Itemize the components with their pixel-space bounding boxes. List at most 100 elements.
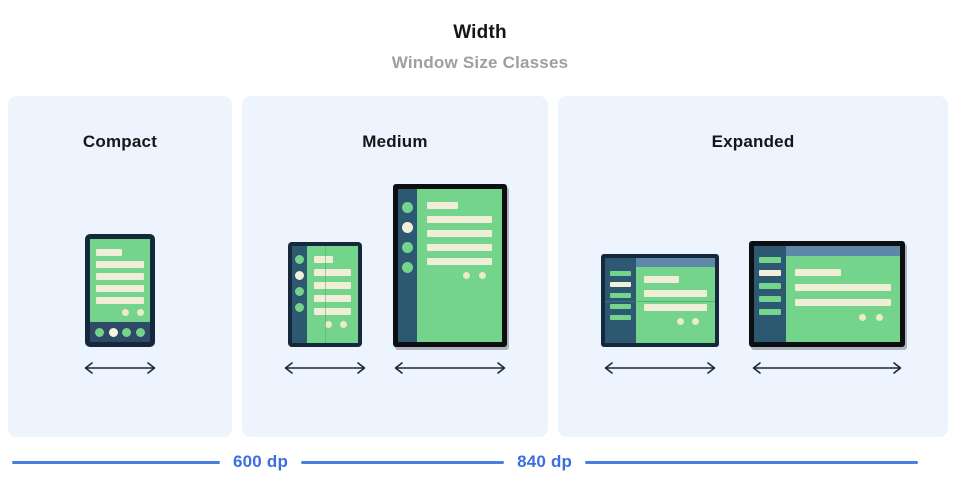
nav-dot-active bbox=[108, 327, 118, 337]
app-top-bar bbox=[786, 246, 900, 256]
rail-dot bbox=[295, 303, 304, 312]
device-group-medium bbox=[242, 184, 548, 381]
content-line bbox=[314, 308, 351, 315]
rail-dot-active bbox=[295, 271, 304, 280]
drawer-item-active bbox=[610, 282, 631, 287]
phone-bottom-nav bbox=[90, 322, 150, 342]
size-class-panels: Compact bbox=[8, 96, 952, 437]
tablet-portrait-screen bbox=[398, 189, 502, 342]
navigation-drawer bbox=[754, 246, 786, 342]
nav-dot bbox=[136, 327, 146, 337]
content-line bbox=[427, 258, 492, 265]
rail-dot-active bbox=[402, 222, 413, 233]
content-dots bbox=[644, 318, 707, 325]
content-dot bbox=[876, 314, 883, 321]
content-dot bbox=[122, 309, 129, 316]
content-dot bbox=[137, 309, 144, 316]
phone-screen bbox=[90, 239, 150, 322]
content-dot bbox=[463, 272, 470, 279]
content-line bbox=[427, 202, 459, 209]
rail-dot bbox=[295, 255, 304, 264]
foldable-landscape-screen bbox=[605, 258, 715, 343]
rail-dot bbox=[295, 287, 304, 296]
drawer-item bbox=[610, 304, 631, 309]
content-dot bbox=[677, 318, 684, 325]
width-arrow-phone bbox=[81, 360, 159, 381]
rail-dot bbox=[402, 242, 413, 253]
width-arrow-foldable-landscape bbox=[601, 360, 719, 381]
content-line bbox=[96, 285, 144, 292]
panel-compact: Compact bbox=[8, 96, 232, 437]
panel-title-medium: Medium bbox=[362, 132, 428, 151]
panel-expanded: Expanded bbox=[558, 96, 948, 437]
tablet-landscape-body bbox=[786, 246, 900, 321]
content-line bbox=[314, 256, 334, 263]
drawer-item bbox=[759, 309, 781, 315]
width-arrow-foldable-portrait bbox=[281, 360, 369, 381]
tablet-landscape-screen bbox=[754, 246, 900, 342]
drawer-item-active bbox=[759, 270, 781, 276]
breakpoint-label-600: 600 dp bbox=[233, 452, 289, 471]
navigation-rail bbox=[398, 189, 417, 342]
panel-title-expanded: Expanded bbox=[711, 132, 795, 151]
drawer-item bbox=[610, 293, 631, 298]
content-line bbox=[96, 249, 123, 256]
content-line bbox=[96, 273, 144, 280]
content-line bbox=[644, 290, 707, 297]
content-line bbox=[314, 282, 351, 289]
double-arrow-icon bbox=[604, 362, 716, 374]
content-dots bbox=[427, 272, 492, 279]
scale-segment bbox=[12, 460, 220, 464]
device-tablet-portrait bbox=[391, 184, 509, 381]
device-group-compact bbox=[8, 234, 232, 381]
navigation-rail bbox=[292, 246, 307, 343]
device-foldable-landscape bbox=[601, 254, 719, 381]
device-group-expanded bbox=[558, 241, 948, 381]
phone-frame bbox=[85, 234, 155, 347]
double-arrow-icon bbox=[84, 362, 156, 374]
foldable-portrait-content bbox=[307, 246, 358, 328]
content-dot bbox=[692, 318, 699, 325]
foldable-portrait-screen bbox=[292, 246, 358, 343]
content-line bbox=[644, 276, 679, 283]
content-dot bbox=[859, 314, 866, 321]
content-line bbox=[795, 284, 891, 291]
content-dot bbox=[325, 321, 332, 328]
drawer-item bbox=[610, 315, 631, 320]
panel-medium: Medium bbox=[242, 96, 548, 437]
nav-dot bbox=[94, 327, 104, 337]
dp-breakpoint-scale: 600 dp 840 dp bbox=[0, 452, 960, 472]
content-line bbox=[427, 244, 492, 251]
content-line bbox=[427, 216, 492, 223]
content-line bbox=[314, 295, 351, 302]
nav-dot bbox=[122, 327, 132, 337]
content-dots bbox=[795, 314, 891, 321]
rail-dot bbox=[402, 202, 413, 213]
scale-segment bbox=[301, 460, 505, 464]
content-line bbox=[96, 297, 144, 304]
content-line bbox=[314, 269, 351, 276]
rail-dot bbox=[402, 262, 413, 273]
device-tablet-landscape bbox=[749, 241, 905, 381]
drawer-item bbox=[759, 257, 781, 263]
foldable-landscape-content bbox=[636, 267, 715, 325]
tablet-portrait-frame bbox=[393, 184, 507, 347]
content-line bbox=[644, 304, 707, 311]
double-arrow-icon bbox=[752, 362, 902, 374]
content-dot bbox=[479, 272, 486, 279]
drawer-item bbox=[759, 296, 781, 302]
content-dots bbox=[314, 321, 351, 328]
device-foldable-portrait bbox=[281, 242, 369, 381]
content-line bbox=[795, 299, 891, 306]
fold-crease bbox=[605, 300, 715, 302]
content-line bbox=[795, 269, 842, 276]
tablet-portrait-content bbox=[417, 189, 502, 279]
foldable-landscape-frame bbox=[601, 254, 719, 347]
width-arrow-tablet-landscape bbox=[749, 360, 905, 381]
page-subtitle: Window Size Classes bbox=[391, 52, 569, 72]
foldable-portrait-frame bbox=[288, 242, 362, 347]
content-line bbox=[427, 230, 492, 237]
content-dot bbox=[340, 321, 347, 328]
page-title: Width bbox=[453, 22, 507, 43]
fold-crease bbox=[325, 246, 326, 343]
